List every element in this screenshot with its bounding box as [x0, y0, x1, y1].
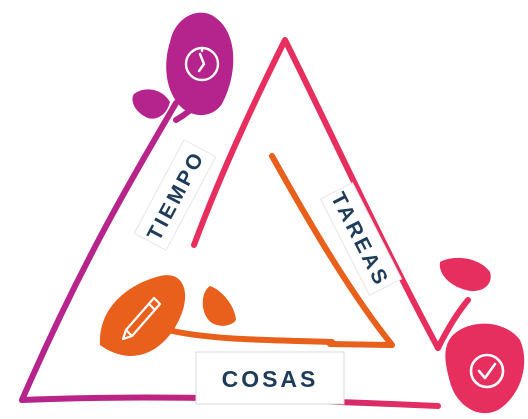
pencil-icon — [121, 296, 162, 341]
tareas-triangle-line — [191, 37, 441, 351]
cosas-big-leaf — [99, 275, 186, 356]
tareas-small-leaf — [439, 257, 491, 292]
tiempo-big-leaf — [166, 12, 234, 116]
checkmark-icon — [469, 353, 505, 389]
tiempo-side-line — [19, 100, 179, 403]
cosas-label-text: COSAS — [222, 366, 319, 392]
tareas-label: TAREAS — [319, 182, 403, 296]
cosas-side-line — [269, 153, 395, 348]
tareas-vine-stem — [435, 297, 471, 351]
tiempo-label-box — [133, 139, 217, 251]
tareas-big-leaf — [445, 323, 525, 414]
cosas-label-box — [195, 351, 345, 405]
clock-icon — [184, 46, 220, 82]
cosas-label: COSAS — [195, 351, 345, 405]
tareas-label-box — [319, 182, 403, 296]
tiempo-vine-stem — [173, 97, 203, 123]
tiempo-small-leaf — [132, 89, 170, 119]
cosas-small-leaf — [202, 286, 236, 326]
cosas-vine-stem — [165, 327, 335, 345]
